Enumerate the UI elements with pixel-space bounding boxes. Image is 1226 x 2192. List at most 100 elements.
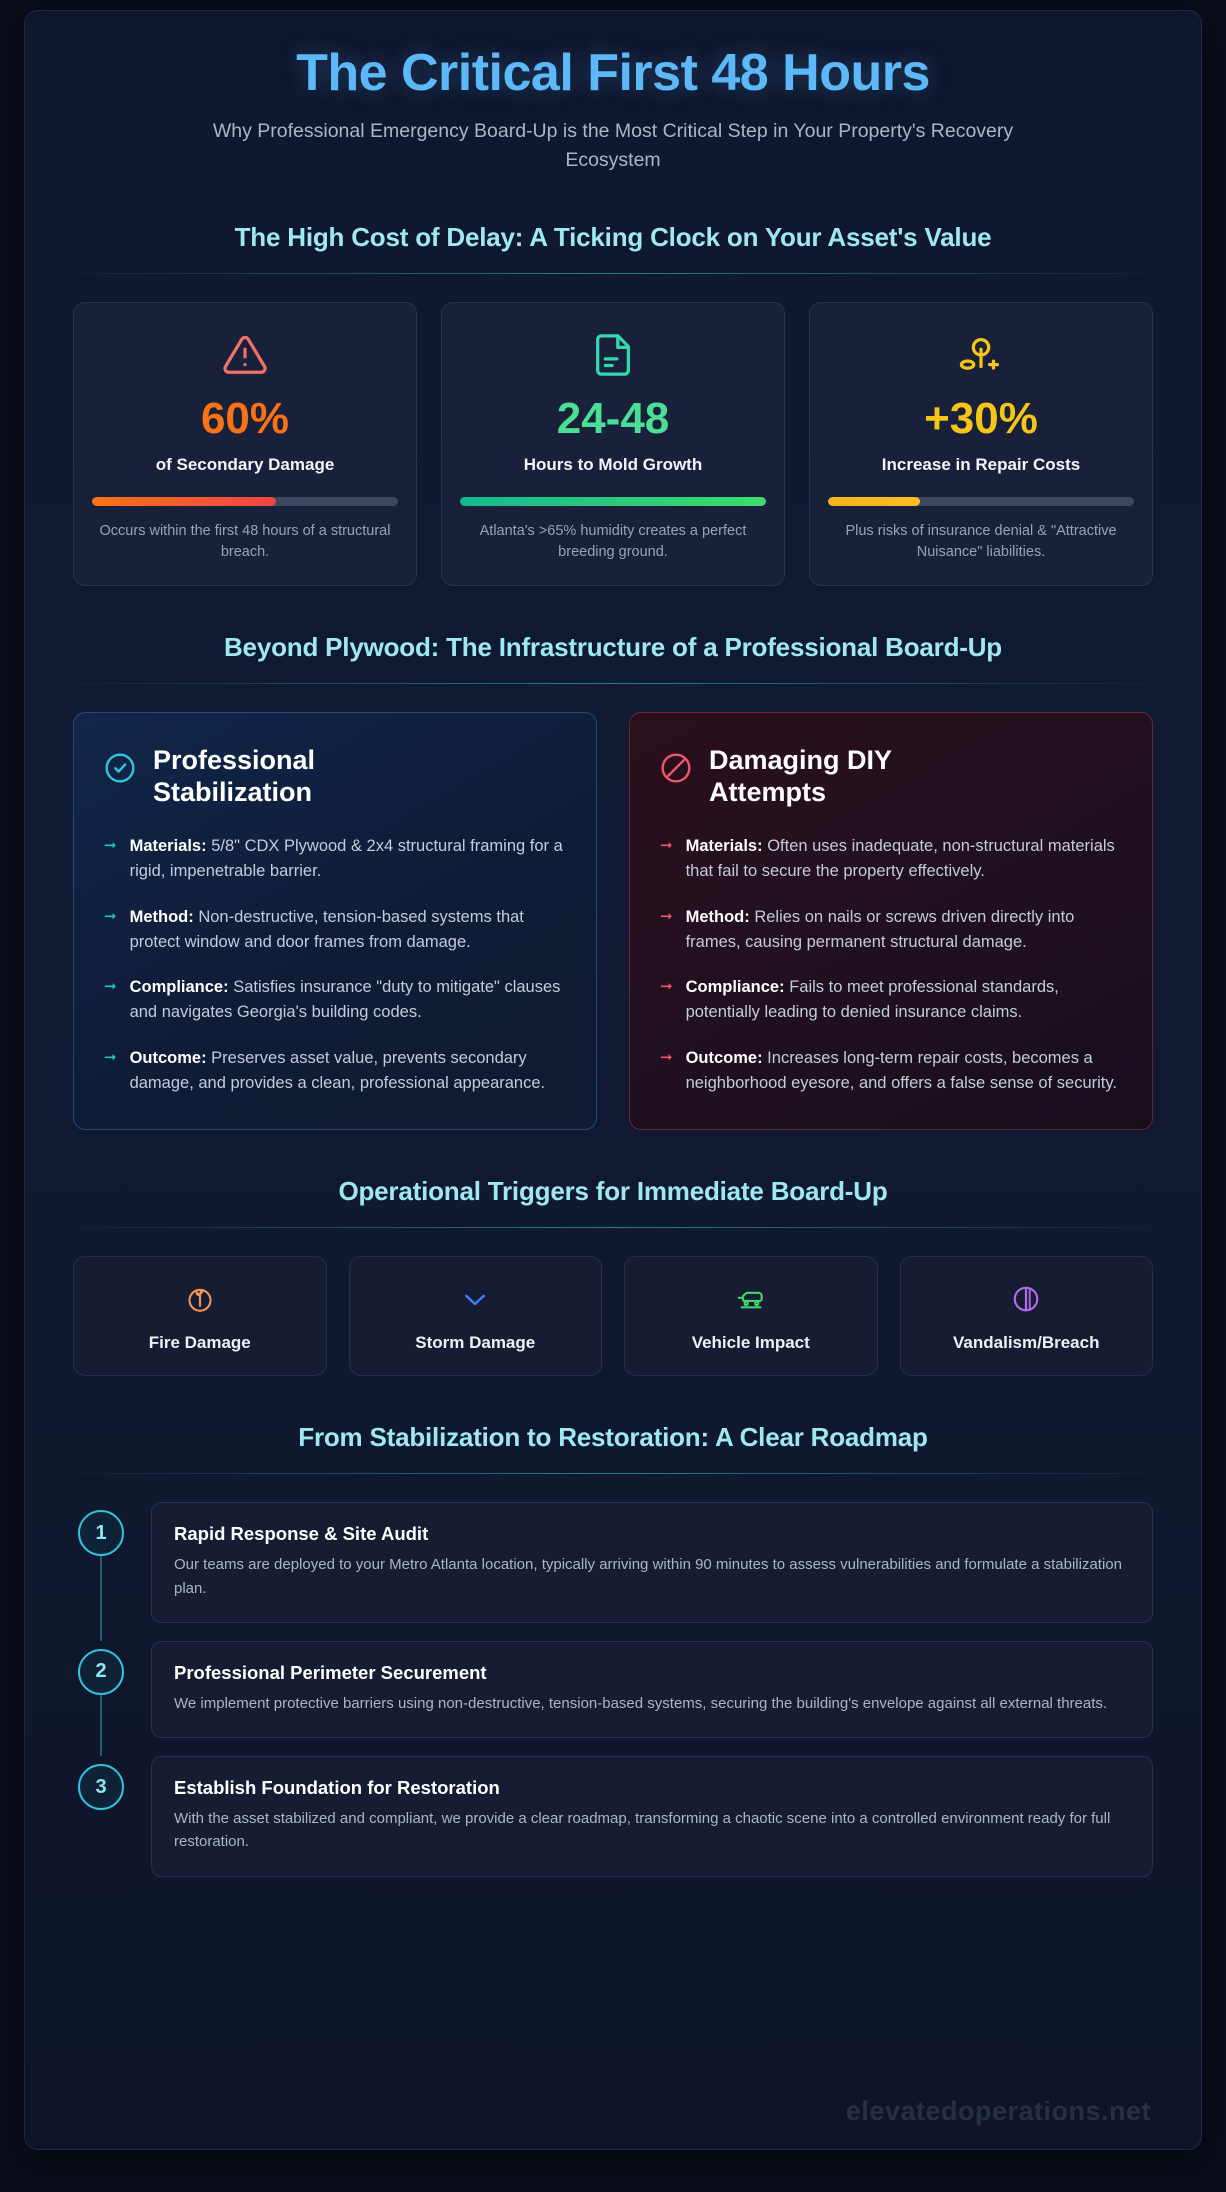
section-cost-of-delay-header: The High Cost of Delay: A Ticking Clock … <box>73 222 1153 274</box>
bullet-term: Method: <box>685 907 750 926</box>
arrow-right-icon: ➞ <box>104 907 117 925</box>
bullet-text: Fails to meet professional standards, po… <box>685 978 1059 1022</box>
trigger-card-storm-damage[interactable]: Storm Damage <box>348 1256 602 1377</box>
step-description: Our teams are deployed to your Metro Atl… <box>174 1556 1122 1597</box>
trigger-card-fire-damage[interactable]: Fire Damage <box>73 1256 327 1377</box>
stat-cards-row: 60% of Secondary Damage Occurs within th… <box>73 301 1153 586</box>
trigger-label: Storm Damage <box>415 1333 536 1353</box>
comparison-card-diy: Damaging DIY Attempts ➞ Materials: Often… <box>629 711 1153 1131</box>
stat-progress-bar <box>92 496 398 506</box>
stat-note: Plus risks of insurance denial & "Attrac… <box>845 522 1117 560</box>
stat-card-mold-growth: 24-48 Hours to Mold Growth Atlanta's >65… <box>441 301 785 586</box>
comparison-card-header: Professional Stabilization <box>104 745 566 809</box>
coins-icon <box>958 329 1004 381</box>
bullet-text: Non-destructive, tension-based systems t… <box>129 907 524 951</box>
section-beyond-plywood-header: Beyond Plywood: The Infrastructure of a … <box>73 632 1153 684</box>
bullet-term: Method: <box>129 907 194 926</box>
step-rail: 1 <box>73 1502 129 1641</box>
step-description: With the asset stabilized and compliant,… <box>174 1810 1111 1851</box>
stat-card-secondary-damage: 60% of Secondary Damage Occurs within th… <box>73 301 417 586</box>
comparison-bullet: ➞ Compliance: Fails to meet professional… <box>660 975 1122 1025</box>
comparison-bullet: ➞ Outcome: Increases long-term repair co… <box>660 1046 1122 1096</box>
page-title: The Critical First 48 Hours <box>296 44 930 102</box>
comparison-bullet: ➞ Materials: 5/8" CDX Plywood & 2x4 stru… <box>104 834 566 884</box>
bullet-term: Outcome: <box>685 1048 763 1067</box>
comparison-bullet-list: ➞ Materials: 5/8" CDX Plywood & 2x4 stru… <box>104 834 566 1095</box>
stat-progress-fill <box>92 496 276 506</box>
stat-progress-fill <box>460 496 766 506</box>
stat-label: Hours to Mold Growth <box>523 454 703 474</box>
arrow-right-icon: ➞ <box>104 1048 117 1066</box>
step-body: Establish Foundation for Restoration Wit… <box>151 1756 1153 1877</box>
bullet-term: Outcome: <box>129 1048 207 1067</box>
alert-triangle-icon <box>222 329 268 381</box>
roadmap-steps: 1 Rapid Response & Site Audit Our teams … <box>73 1502 1153 1894</box>
section-roadmap-header: From Stabilization to Restoration: A Cle… <box>73 1422 1153 1475</box>
comparison-card-header: Damaging DIY Attempts <box>660 745 1122 809</box>
bullet-text: Increases long-term repair costs, become… <box>685 1048 1117 1092</box>
step-connector-line <box>100 1694 102 1757</box>
stat-value: 60% <box>200 393 290 443</box>
roadmap-step: 3 Establish Foundation for Restoration W… <box>73 1756 1153 1895</box>
section-divider <box>73 272 1153 274</box>
page-subtitle: Why Professional Emergency Board-Up is t… <box>212 120 1014 172</box>
stat-progress-fill <box>828 496 920 506</box>
stat-value: 24-48 <box>556 393 670 443</box>
ban-icon <box>660 752 692 789</box>
arrow-right-icon: ➞ <box>660 978 673 996</box>
section-divider <box>73 1227 1153 1229</box>
trigger-label: Vandalism/Breach <box>953 1333 1100 1353</box>
bullet-text: 5/8" CDX Plywood & 2x4 structural framin… <box>129 837 563 881</box>
chevron-down-icon <box>360 1281 592 1317</box>
comparison-bullet-list: ➞ Materials: Often uses inadequate, non-… <box>660 834 1122 1095</box>
comparison-bullet: ➞ Materials: Often uses inadequate, non-… <box>660 834 1122 884</box>
step-connector-line <box>100 1556 102 1641</box>
step-connector-line <box>100 1810 102 1895</box>
section-heading: Beyond Plywood: The Infrastructure of a … <box>223 631 1002 662</box>
arrow-right-icon: ➞ <box>104 978 117 996</box>
bullet-text: Relies on nails or screws driven directl… <box>685 907 1075 951</box>
stat-label: of Secondary Damage <box>155 454 335 474</box>
arrow-right-icon: ➞ <box>660 1048 673 1066</box>
trigger-label: Vehicle Impact <box>691 1333 810 1353</box>
section-triggers-header: Operational Triggers for Immediate Board… <box>73 1176 1153 1229</box>
stat-note: Atlanta's >65% humidity creates a perfec… <box>479 522 747 560</box>
trigger-card-vehicle-impact[interactable]: Vehicle Impact <box>624 1256 878 1377</box>
bullet-term: Materials: <box>129 837 207 856</box>
step-rail: 2 <box>73 1641 129 1757</box>
contrast-circle-icon <box>911 1281 1143 1317</box>
arrow-right-icon: ➞ <box>660 907 673 925</box>
step-body: Rapid Response & Site Audit Our teams ar… <box>151 1502 1153 1623</box>
step-title: Establish Foundation for Restoration <box>174 1777 500 1799</box>
comparison-card-title: Professional Stabilization <box>153 744 316 807</box>
bullet-term: Compliance: <box>129 978 229 997</box>
car-icon <box>635 1281 867 1317</box>
comparison-bullet: ➞ Compliance: Satisfies insurance "duty … <box>104 975 566 1025</box>
step-number-badge: 2 <box>78 1648 124 1695</box>
comparison-bullet: ➞ Outcome: Preserves asset value, preven… <box>104 1046 566 1096</box>
stat-note: Occurs within the first 48 hours of a st… <box>99 522 391 560</box>
triggers-row: Fire Damage Storm Damage Vehicle Impact <box>73 1256 1153 1377</box>
stat-card-repair-costs: +30% Increase in Repair Costs Plus risks… <box>809 301 1153 586</box>
roadmap-step: 1 Rapid Response & Site Audit Our teams … <box>73 1502 1153 1641</box>
step-description: We implement protective barriers using n… <box>174 1694 1108 1712</box>
step-title: Professional Perimeter Securement <box>174 1661 487 1683</box>
stat-label: Increase in Repair Costs <box>881 454 1081 474</box>
step-body: Professional Perimeter Securement We imp… <box>151 1640 1153 1739</box>
step-number-badge: 1 <box>78 1510 124 1557</box>
section-divider <box>73 682 1153 684</box>
comparison-row: Professional Stabilization ➞ Materials: … <box>73 711 1153 1131</box>
trigger-card-vandalism-breach[interactable]: Vandalism/Breach <box>899 1256 1153 1377</box>
section-heading: The High Cost of Delay: A Ticking Clock … <box>234 221 992 252</box>
roadmap-step: 2 Professional Perimeter Securement We i… <box>73 1640 1153 1757</box>
arrow-right-icon: ➞ <box>660 837 673 855</box>
infographic-root: The Critical First 48 Hours Why Professi… <box>24 10 1202 2150</box>
section-heading: From Stabilization to Restoration: A Cle… <box>298 1422 928 1453</box>
section-heading: Operational Triggers for Immediate Board… <box>338 1176 888 1207</box>
file-text-icon <box>590 329 636 381</box>
watermark: elevatedoperations.net <box>845 2096 1151 2126</box>
bullet-text: Often uses inadequate, non-structural ma… <box>685 837 1115 881</box>
bullet-term: Materials: <box>685 837 763 856</box>
step-number-badge: 3 <box>78 1764 124 1811</box>
comparison-bullet: ➞ Method: Non-destructive, tension-based… <box>104 905 566 955</box>
